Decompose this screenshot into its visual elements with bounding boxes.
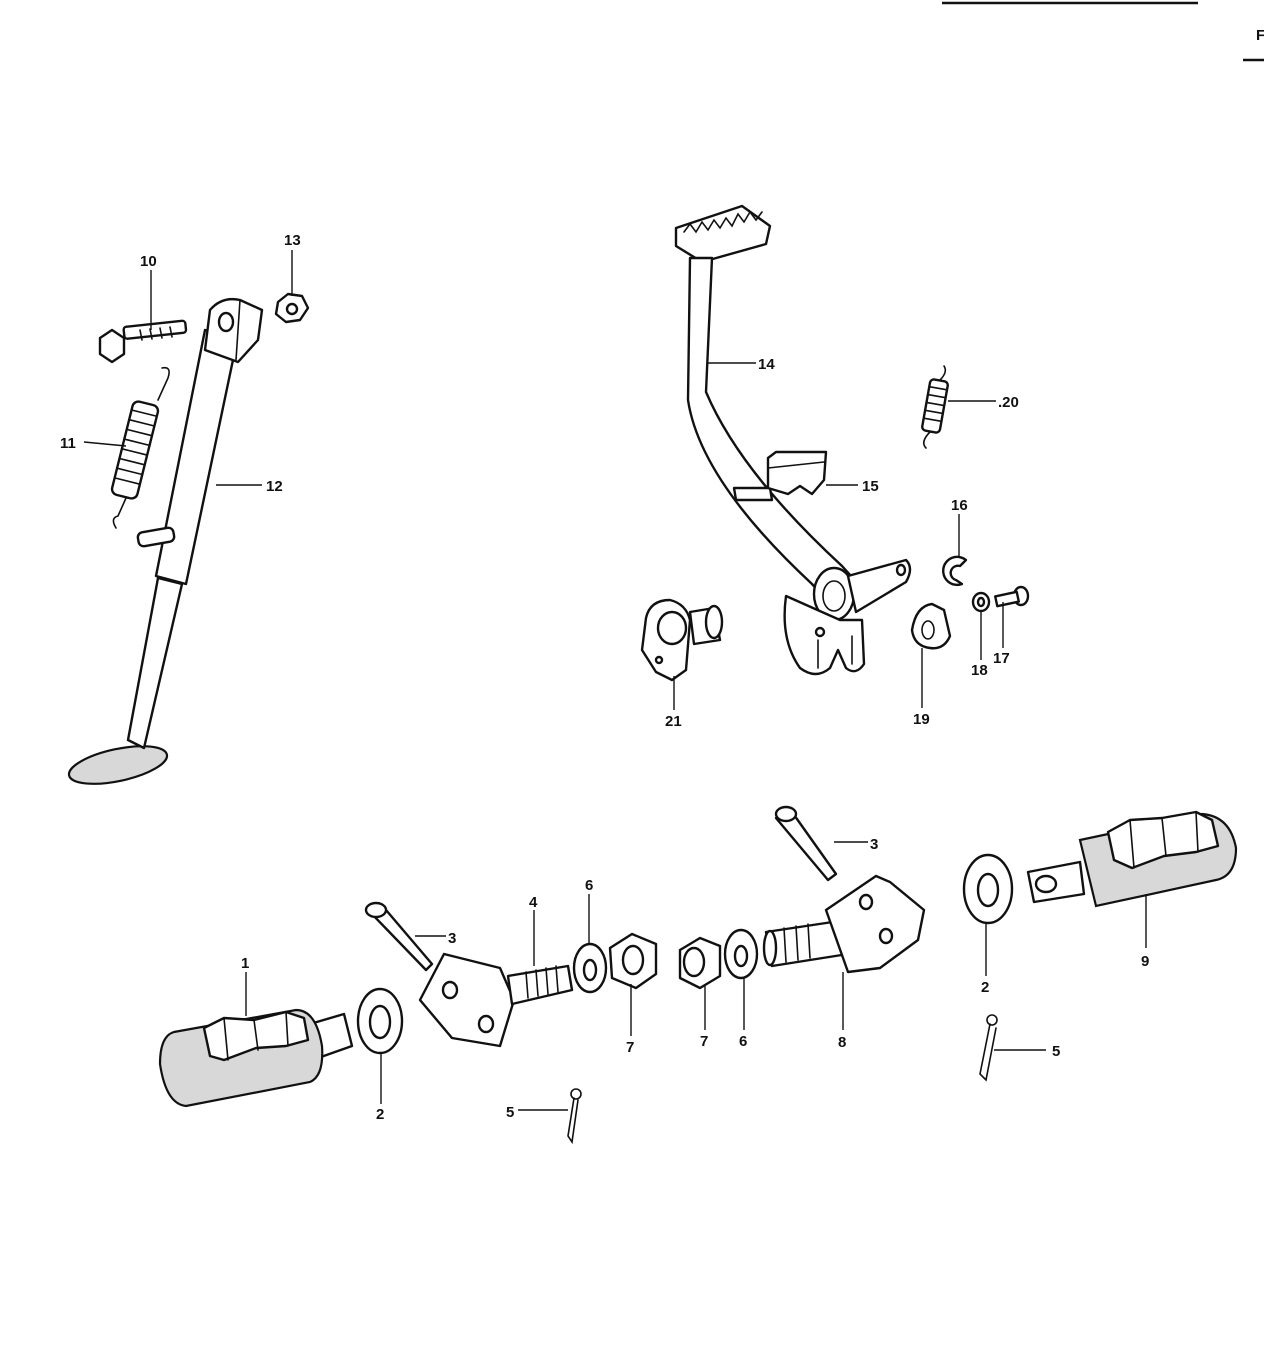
- callout-6-left: 6: [585, 877, 593, 894]
- callout-21: 21: [665, 713, 682, 730]
- callout-14: 14: [758, 356, 775, 373]
- circlip-16: [941, 555, 968, 587]
- callout-5-right: 5: [1052, 1043, 1060, 1060]
- callout-20: .20: [998, 394, 1019, 411]
- bracket-4: [418, 952, 574, 1048]
- plate-19-hole: [921, 620, 935, 640]
- leader-lines: [83, 250, 1147, 1111]
- callout-3-left: 3: [448, 930, 456, 947]
- corner-rules: [942, 1, 1264, 62]
- cotter-pin-5-left: [567, 1088, 582, 1145]
- nut-7-right: [678, 936, 722, 990]
- side-stand: [67, 297, 264, 785]
- callout-2-left: 2: [376, 1106, 384, 1123]
- callout-18: 18: [971, 662, 988, 679]
- pivot-shaft-21: [640, 598, 724, 682]
- footpeg-9: [1026, 810, 1238, 908]
- bracket-8: [762, 874, 926, 974]
- bolt-10: [98, 319, 188, 364]
- corner-mark: F: [1256, 27, 1264, 44]
- callout-10: 10: [140, 253, 157, 270]
- callout-1: 1: [241, 955, 249, 972]
- stopper-15: [766, 450, 828, 496]
- callout-2-right: 2: [981, 979, 989, 996]
- footpeg-1: [158, 1008, 354, 1108]
- callout-6-right: 6: [739, 1033, 747, 1050]
- washer-2-left: [356, 987, 404, 1055]
- spring-20: [921, 365, 949, 449]
- callout-7-left: 7: [626, 1039, 634, 1056]
- washer-2-right: [962, 853, 1014, 925]
- spring-11: [110, 366, 170, 529]
- callout-4: 4: [529, 894, 538, 911]
- washer-18: [971, 591, 991, 613]
- spring-washer-6-left: [572, 942, 608, 994]
- callout-9: 9: [1141, 953, 1149, 970]
- bolt-17: [994, 585, 1030, 608]
- nut-7-left: [608, 932, 658, 990]
- callout-5-left: 5: [506, 1104, 514, 1121]
- callout-17: 17: [993, 650, 1010, 667]
- callout-13: 13: [284, 232, 301, 249]
- callout-19: 19: [913, 711, 930, 728]
- callout-3-right: 3: [870, 836, 878, 853]
- plate-19: [910, 602, 952, 650]
- callout-7-right: 7: [700, 1033, 708, 1050]
- pin-3-right: [774, 805, 838, 882]
- nut-13: [274, 292, 310, 324]
- callout-12: 12: [266, 478, 283, 495]
- callout-8: 8: [838, 1034, 846, 1051]
- callout-11: 11: [60, 435, 76, 452]
- spring-washer-6-right: [723, 928, 759, 980]
- callout-15: 15: [862, 478, 879, 495]
- callout-labels: 10 13 11 12 14 15 .20 16 17 18 19 21 3 3…: [60, 232, 1149, 1123]
- brake-pedal-14: [674, 204, 912, 676]
- callout-16: 16: [951, 497, 968, 514]
- pin-3-left: [364, 901, 434, 972]
- cotter-pin-5-right: [979, 1014, 998, 1082]
